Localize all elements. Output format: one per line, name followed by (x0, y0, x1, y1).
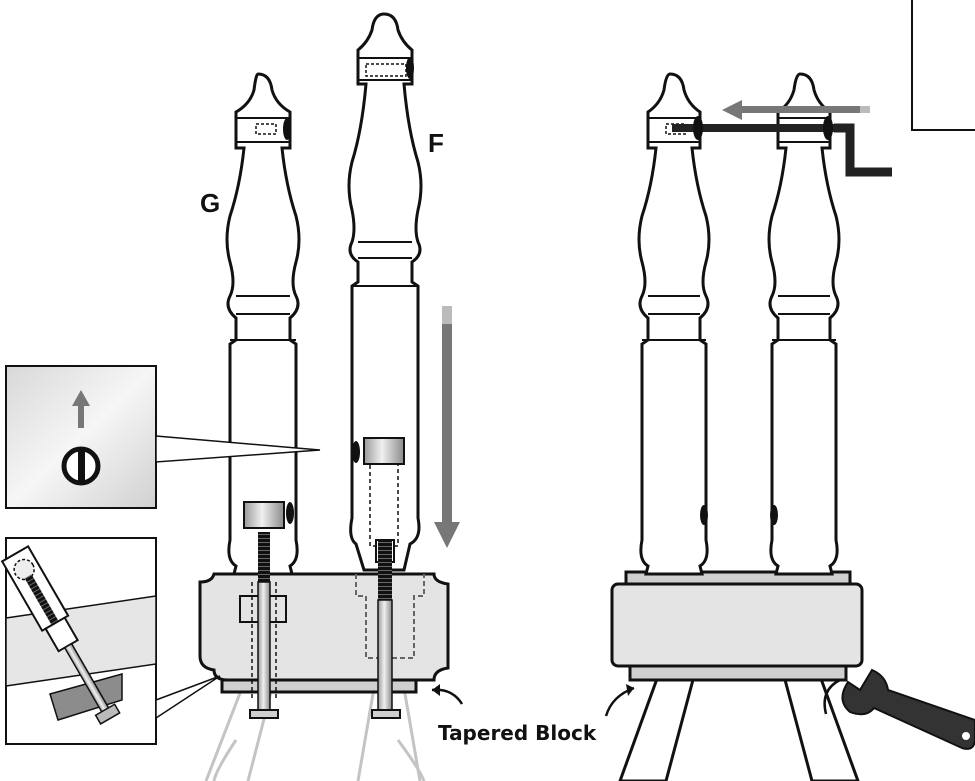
callout-pointer-wrench (823, 678, 841, 715)
post-left (637, 72, 711, 576)
inset-bolt-detail (0, 537, 221, 745)
post-f-label: F (428, 128, 444, 158)
barrel-nut (363, 437, 405, 465)
tapered-block-label: Tapered Block (438, 721, 597, 745)
post-f (347, 12, 423, 572)
base-block (610, 582, 864, 668)
arrow-up-icon (72, 390, 90, 428)
inset-corner-frame (911, 0, 975, 131)
left-arrow (722, 100, 870, 120)
counterbore-hidden (355, 574, 425, 659)
post-right (767, 72, 841, 576)
right-assembly (604, 72, 975, 781)
ghost-leg-right (356, 687, 426, 781)
slotted-screw-icon (61, 446, 101, 486)
bolt-f (371, 540, 401, 719)
post-g-label: G (200, 188, 220, 218)
bolt-g (249, 532, 279, 719)
base-block (198, 572, 450, 682)
down-arrow (434, 306, 460, 548)
left-assembly: G F Tapered Block (198, 12, 597, 781)
wrench-icon (841, 668, 975, 750)
barrel-nut (243, 501, 285, 529)
inset-screw-slot (5, 365, 321, 509)
hand-crank-icon (672, 116, 892, 177)
